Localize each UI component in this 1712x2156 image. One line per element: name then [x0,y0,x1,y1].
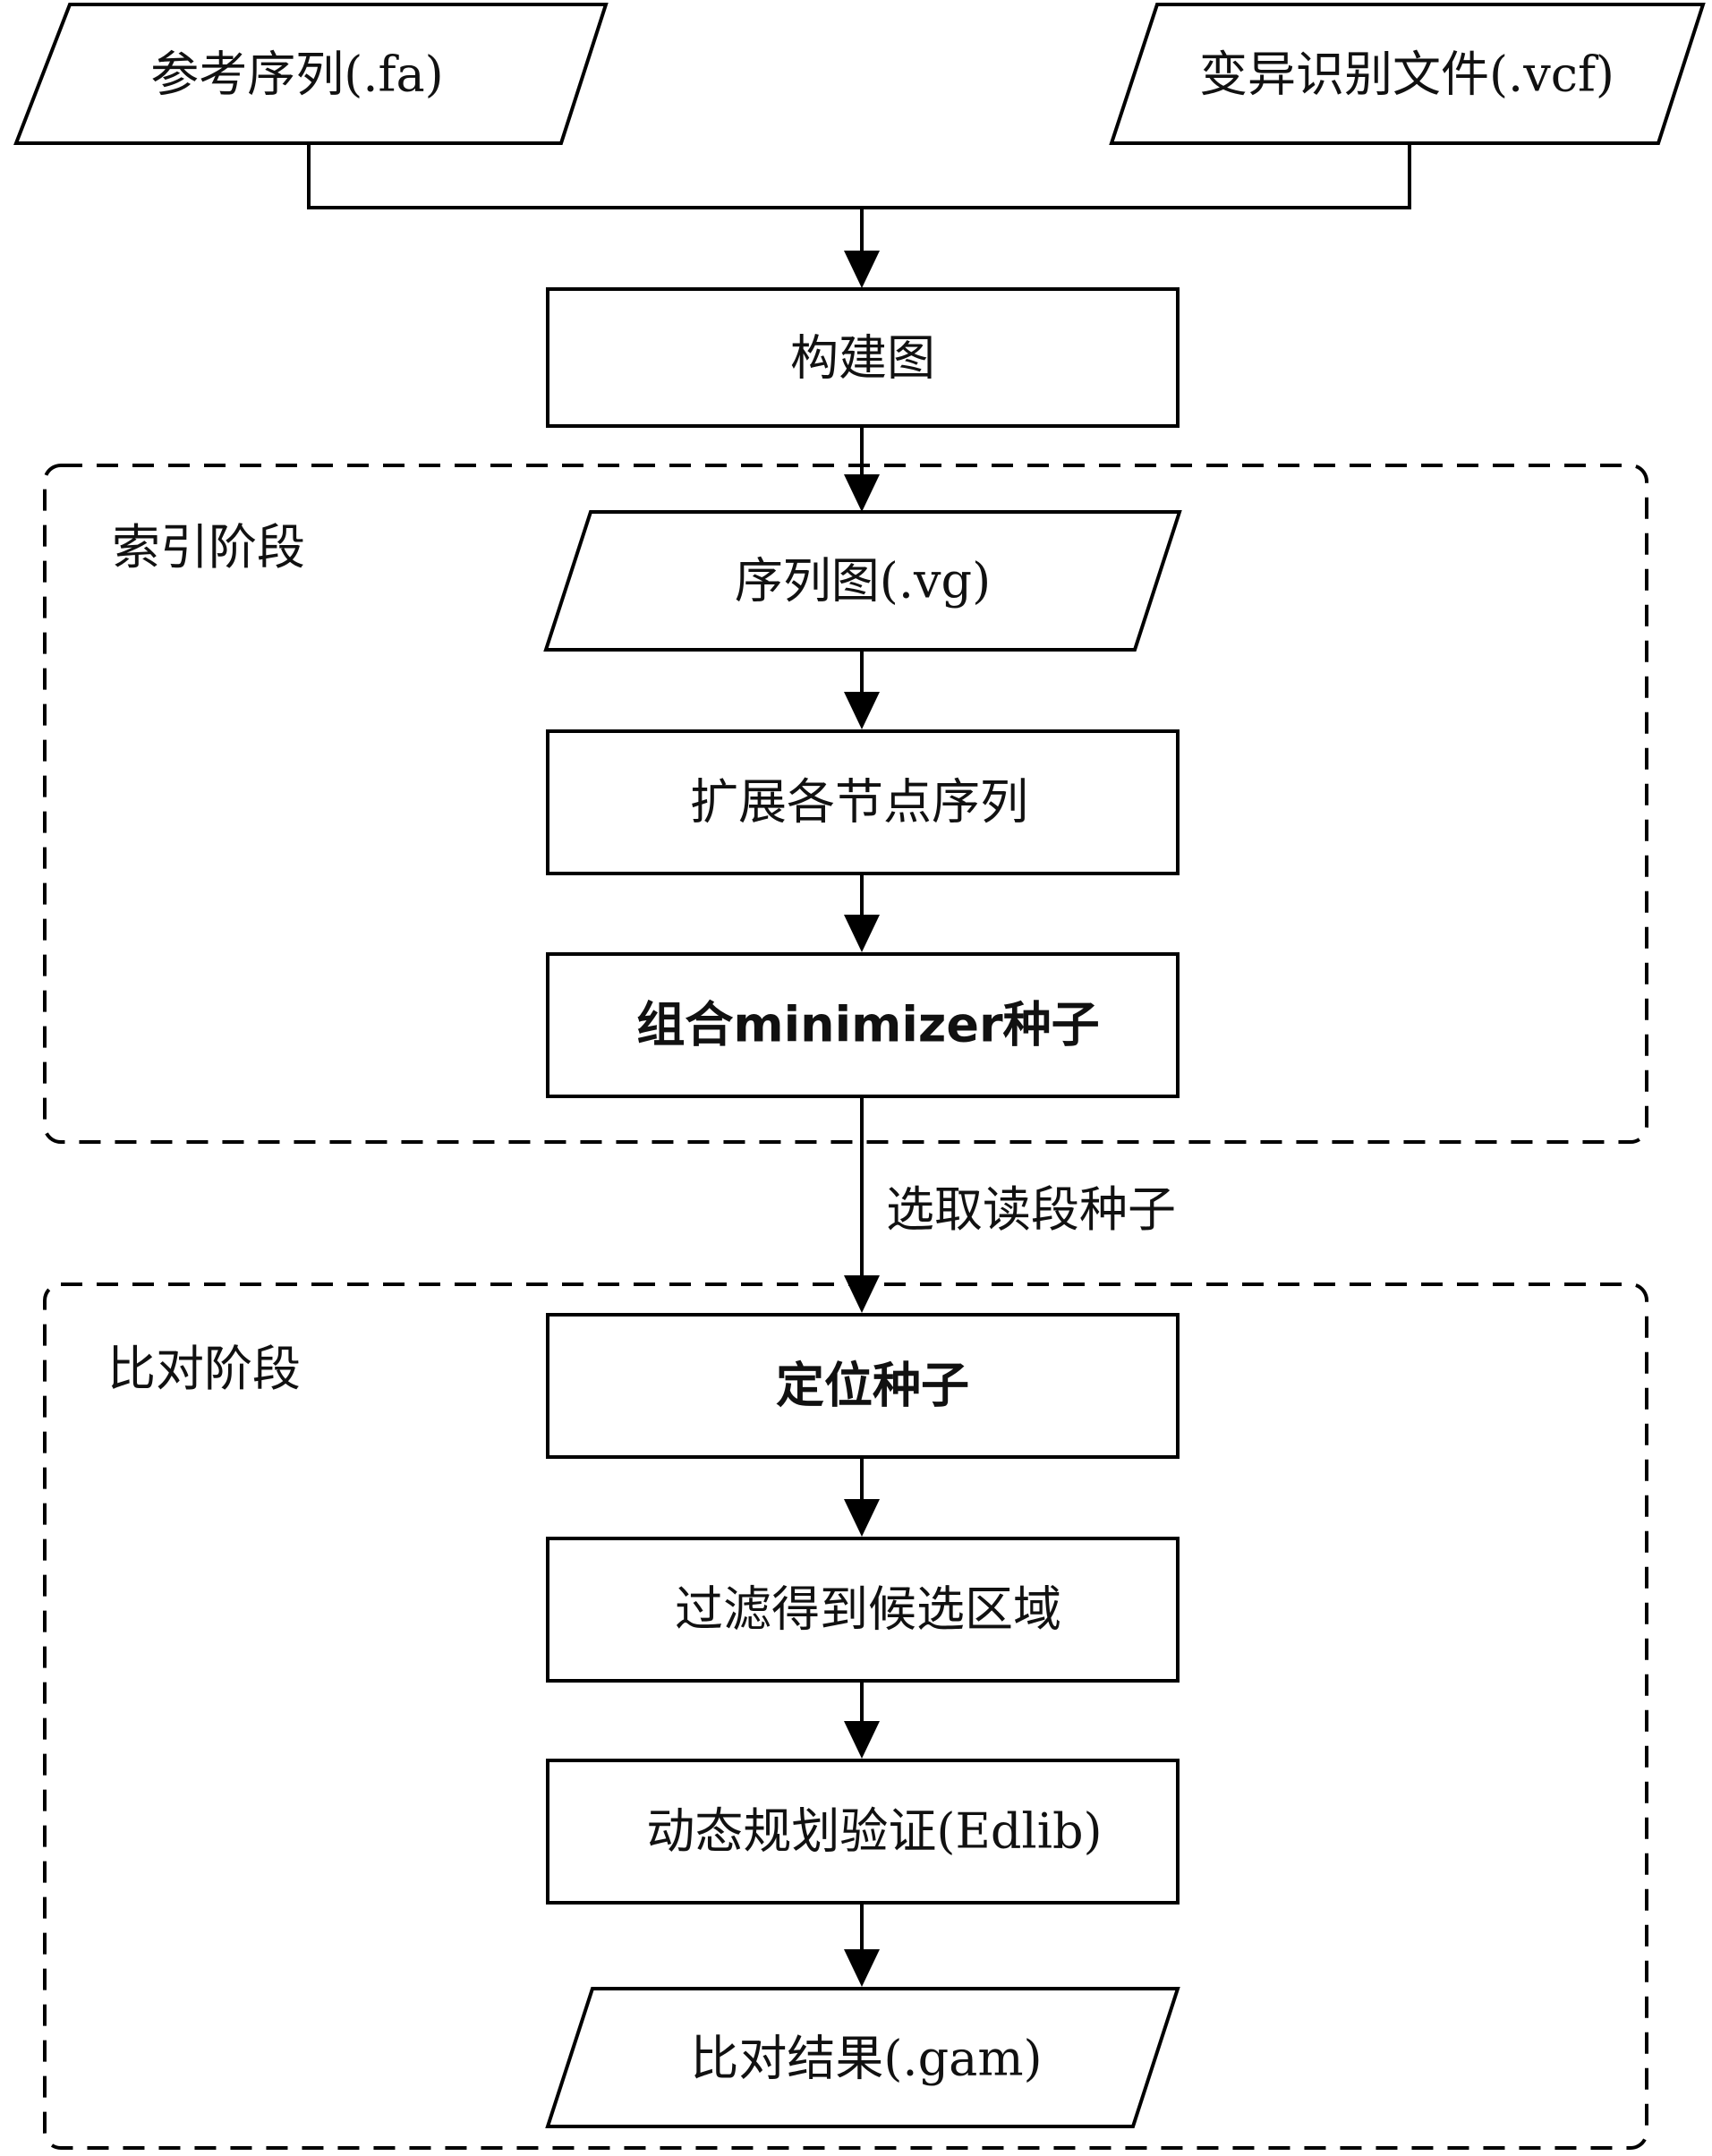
ref-seq-shape [13,2,609,145]
arrowhead [844,474,880,512]
node-align-result: 比对结果(.gam) [545,1987,1180,2128]
combine-minimizer-shape [546,952,1180,1098]
locate-seeds-label: 定位种子 [776,1358,969,1414]
node-seq-graph: 序列图(.vg) [543,510,1182,652]
align-result-label: 比对结果(.gam) [690,2031,1042,2087]
align-result-shape [545,1987,1180,2128]
node-vcf-file: 变异识别文件(.vcf) [1109,2,1706,145]
arrowhead [844,1275,880,1313]
filter-candidates-shape [546,1537,1180,1683]
arrowhead [844,251,880,288]
node-locate-seeds: 定位种子 [546,1313,1180,1459]
arrowhead [844,915,880,952]
edge-label-select-read-seeds: 选取读段种子 [886,1181,1176,1238]
ref-seq-label: 参考序列(.fa) [150,47,443,103]
arrowhead [844,1949,880,1987]
filter-candidates-label: 过滤得到候选区域 [675,1581,1061,1638]
arrowheads [844,251,880,1987]
arrowhead [844,692,880,729]
index-phase-label: 索引阶段 [112,519,305,575]
node-combine-minimizer: 组合minimizer种子 [546,952,1180,1098]
extend-nodes-label: 扩展各节点序列 [690,774,1028,831]
connectors [307,143,1411,1949]
combine-minimizer-label: 组合minimizer种子 [636,997,1099,1053]
build-graph-label: 构建图 [790,330,935,387]
build-graph-shape [546,287,1180,428]
node-filter-candidates: 过滤得到候选区域 [546,1537,1180,1683]
arrowhead [844,1499,880,1537]
dp-verify-shape [546,1759,1180,1905]
arrowhead [844,1721,880,1759]
node-build-graph: 构建图 [546,287,1180,428]
seq-graph-label: 序列图(.vg) [735,553,991,609]
align-phase-region [43,1283,1648,2150]
vcf-file-label: 变异识别文件(.vcf) [1199,47,1614,103]
index-phase-region [43,464,1648,1144]
dp-verify-label: 动态规划验证(Edlib) [646,1803,1102,1860]
extend-nodes-shape [546,729,1180,875]
locate-seeds-shape [546,1313,1180,1459]
seq-graph-shape [543,510,1182,652]
node-dp-verify: 动态规划验证(Edlib) [546,1759,1180,1905]
node-extend-nodes: 扩展各节点序列 [546,729,1180,875]
merge-connector [307,143,1411,209]
align-phase-label: 比对阶段 [107,1341,301,1397]
vcf-file-shape [1109,2,1706,145]
node-ref-seq: 参考序列(.fa) [13,2,609,145]
